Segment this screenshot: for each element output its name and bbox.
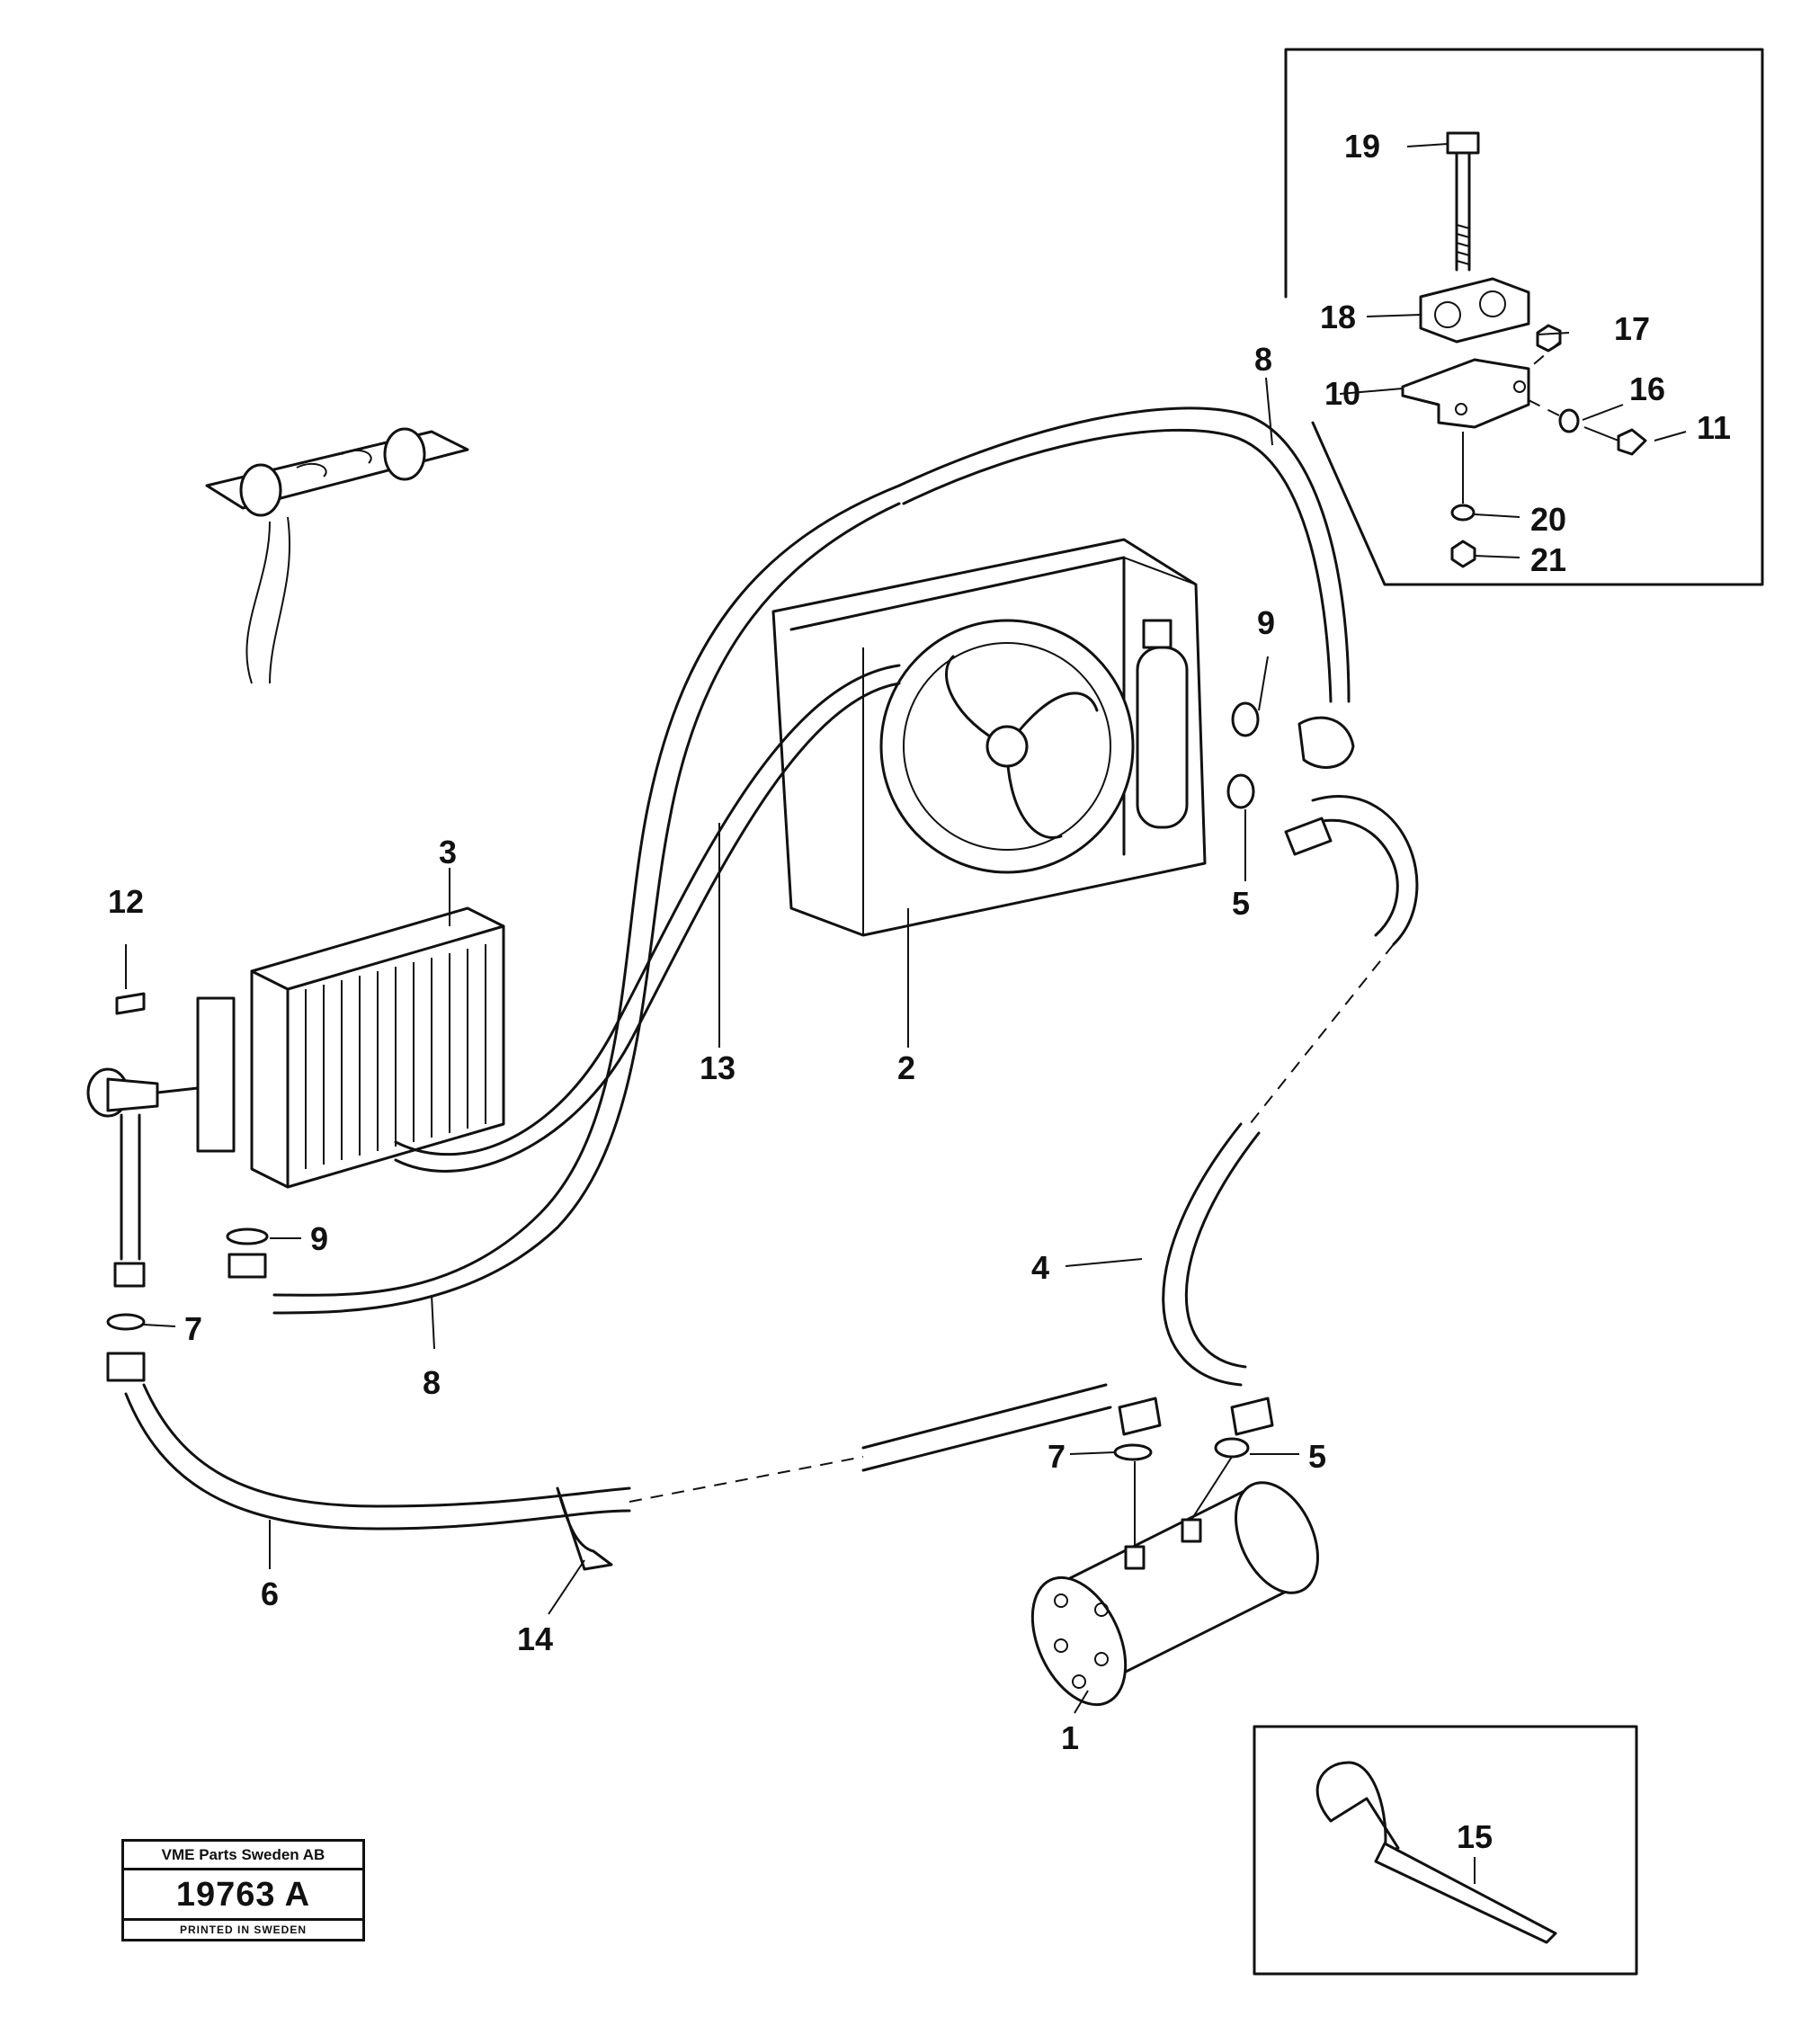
callout-9: 9 xyxy=(310,1220,328,1257)
callout-5: 5 xyxy=(1308,1438,1326,1475)
callout-11: 11 xyxy=(1697,409,1731,446)
callout-10: 10 xyxy=(1324,375,1360,412)
callout-6: 6 xyxy=(261,1575,279,1612)
callout-7: 7 xyxy=(1048,1438,1066,1475)
callout-9: 9 xyxy=(1257,604,1275,641)
condenser-unit xyxy=(771,538,1207,937)
callout-5: 5 xyxy=(1232,885,1250,922)
leader-lines xyxy=(125,143,1687,1884)
callout-19: 14 xyxy=(517,1620,553,1657)
document-stamp: VME Parts Sweden AB 19763 A PRINTED IN S… xyxy=(121,1839,365,1941)
callout-7: 7 xyxy=(184,1310,202,1347)
callout-18: 15 xyxy=(1457,1818,1493,1855)
callout-labels: 19 18 17 10 16 11 20 21 8 9 5 3 12 13 2 … xyxy=(108,128,1731,1855)
compressor xyxy=(1030,1481,1319,1707)
callout-16: 20 xyxy=(1530,501,1566,538)
callout-2: 2 xyxy=(897,1049,915,1086)
bracket-detail-inset xyxy=(1284,48,1764,586)
callout-15: 19 xyxy=(1344,128,1380,165)
callout-17: 21 xyxy=(1530,541,1566,578)
stamp-company: VME Parts Sweden AB xyxy=(124,1842,362,1870)
callout-20: 12 xyxy=(108,883,144,920)
callout-21: 13 xyxy=(700,1049,736,1086)
callout-1: 1 xyxy=(1061,1719,1079,1756)
callout-4: 4 xyxy=(1031,1249,1049,1286)
stamp-number: 19763 A xyxy=(124,1870,362,1921)
callout-13: 17 xyxy=(1614,310,1650,347)
evaporator-unit xyxy=(86,427,505,1288)
callout-3: 3 xyxy=(439,834,457,870)
callout-8: 8 xyxy=(1254,341,1272,378)
stamp-printed: PRINTED IN SWEDEN xyxy=(179,1924,307,1936)
callout-12: 16 xyxy=(1629,370,1665,407)
tie-strap-inset xyxy=(1253,1725,1638,1976)
callout-14: 18 xyxy=(1320,299,1356,335)
callout-8: 8 xyxy=(423,1364,441,1401)
hoses xyxy=(106,406,1419,1571)
